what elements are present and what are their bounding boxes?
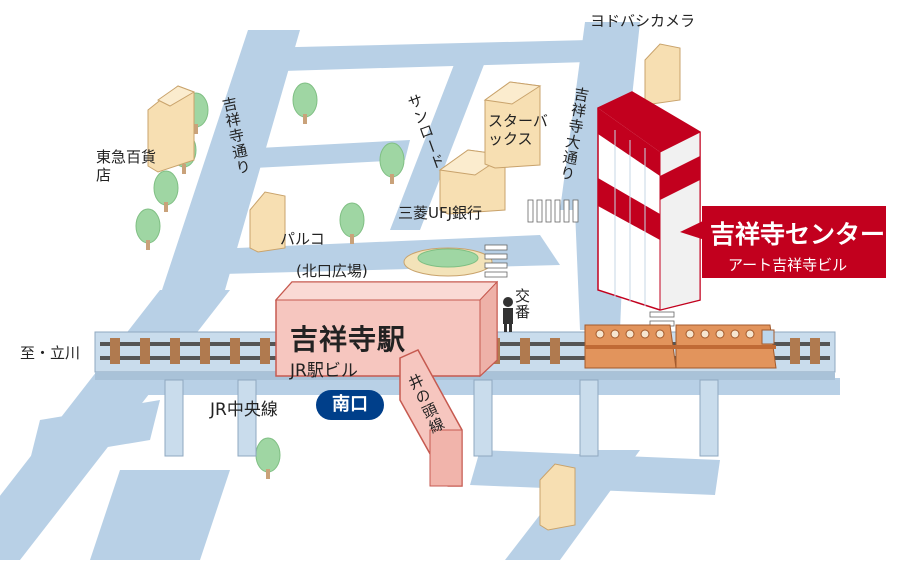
label-to-tachikawa: 至・立川 xyxy=(20,344,81,362)
south-exit-badge: 南口 xyxy=(316,390,384,420)
building-icon-parco xyxy=(249,191,286,253)
kichijoji-center-building xyxy=(597,91,705,311)
label-chuo-line: JR中央線 xyxy=(210,400,278,420)
kichijoji-center-callout: 吉祥寺センター アート吉祥寺ビル xyxy=(702,206,886,278)
north-plaza-roundabout xyxy=(403,247,493,277)
train-icon xyxy=(584,324,777,369)
police-officer-icon xyxy=(503,297,513,332)
tree-icon xyxy=(292,82,318,124)
label-parco: パルコ xyxy=(280,230,325,248)
road-south-left xyxy=(30,400,160,460)
station-building xyxy=(274,280,499,378)
tree-icon xyxy=(379,142,405,184)
label-mufg: 三菱UFJ銀行 xyxy=(398,204,483,222)
building-icon-yodobashi xyxy=(644,43,681,105)
tree-icon xyxy=(255,437,281,479)
roads xyxy=(0,22,720,560)
tree-icon xyxy=(339,202,365,244)
building-icon-starbucks xyxy=(483,81,542,169)
road-top xyxy=(248,40,590,72)
center-title: 吉祥寺センター xyxy=(710,220,886,249)
station-name: 吉祥寺駅 xyxy=(290,323,407,356)
building-icon-tokyu xyxy=(147,85,196,173)
road-middle xyxy=(215,140,410,170)
label-koban: 交番 xyxy=(513,288,531,320)
label-starbucks: スターバックス xyxy=(488,112,548,148)
tree-icon xyxy=(135,208,161,250)
plaza-south xyxy=(95,378,840,395)
road-sunroad xyxy=(390,62,485,230)
building-icon-south xyxy=(539,463,576,531)
inokashira-line-building xyxy=(399,349,463,487)
center-subtitle: アート吉祥寺ビル xyxy=(728,256,848,274)
buildings xyxy=(147,43,681,531)
label-tokyu: 東急百貨店 xyxy=(96,148,157,184)
label-yodobashi: ヨドバシカメラ xyxy=(590,12,696,30)
tree-icon xyxy=(153,170,179,212)
road-bottom xyxy=(90,470,230,560)
label-north-plaza: (北口広場) xyxy=(296,262,368,280)
crosswalk-icon xyxy=(484,199,675,327)
label-jr-building: JR駅ビル xyxy=(290,361,358,381)
